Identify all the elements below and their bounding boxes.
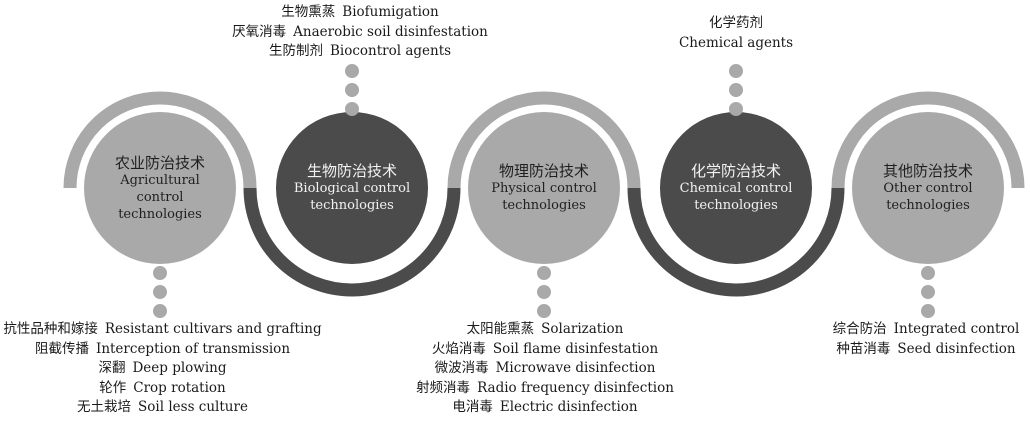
biological-node: 生物防治技术 Biological control technologies: [276, 112, 428, 264]
physical-measure-item: 射频消毒 Radio frequency disinfection: [395, 379, 695, 399]
physical-node: 物理防治技术 Physical control technologies: [468, 112, 620, 264]
measure-en: Seed disinfection: [897, 340, 1016, 357]
dot: [153, 304, 167, 318]
agricultural-node-en2: technologies: [118, 206, 202, 222]
chemical-measure-en: Chemical agents: [678, 34, 794, 51]
biological-node-cn: 生物防治技术: [306, 162, 397, 180]
physical-measure-item: 电消毒 Electric disinfection: [395, 398, 695, 418]
dot: [729, 102, 743, 116]
physical-node-en1: Physical control: [491, 181, 597, 196]
measure-cn: 轮作: [99, 379, 127, 396]
chemical-node-cn: 化学防治技术: [690, 162, 781, 180]
agricultural-measure-item: 阻截传播 Interception of transmission: [0, 340, 325, 360]
measure-en: Resistant cultivars and grafting: [104, 321, 322, 337]
measure-en: Electric disinfection: [499, 399, 638, 415]
wave-arc-lower-1: [243, 187, 461, 297]
chemical-node-en2: technologies: [694, 198, 778, 213]
measure-en: Soil less culture: [138, 399, 248, 415]
agricultural-measure-item: 深翻 Deep plowing: [0, 359, 325, 379]
agricultural-measure-item: 抗性品种和嫁接 Resistant cultivars and grafting: [0, 320, 325, 340]
measure-en: Microwave disinfection: [495, 360, 656, 376]
measure-cn: 微波消毒: [434, 360, 489, 376]
dot: [729, 64, 743, 78]
wave-arc-lower-2: [627, 187, 845, 297]
dot: [729, 83, 743, 97]
chemical-measures: 化学药剂 Chemical agents: [656, 14, 816, 53]
measure-en: Deep plowing: [132, 360, 227, 376]
measure-cn: 无土栽培: [77, 399, 132, 415]
physical-node-cn: 物理防治技术: [498, 162, 589, 180]
other-dots: [921, 266, 935, 318]
biological-measures: 生物熏蒸 Biofumigation 厌氧消毒 Anaerobic soil dis…: [215, 3, 505, 62]
physical-measure-item: 微波消毒 Microwave disinfection: [395, 359, 695, 379]
wave-arc-upper-3: [831, 91, 1025, 189]
other-measure-item: 综合防治 Integrated control: [822, 320, 1030, 340]
biological-node-en2: technologies: [310, 198, 394, 213]
agricultural-node: 农业防治技术 Agricultural control technologies: [84, 112, 236, 264]
agricultural-dots: [153, 266, 167, 318]
measure-cn: 太阳能熏蒸: [466, 321, 535, 337]
measure-en: Biofumigation: [342, 4, 439, 20]
measure-en: Integrated control: [893, 321, 1020, 337]
measure-cn: 生防制剂: [268, 43, 323, 59]
dot: [153, 266, 167, 280]
measure-en: Anaerobic soil disinfestation: [293, 23, 488, 40]
other-node: 其他防治技术 Other control technologies: [852, 112, 1004, 264]
other-measure-item: 种苗消毒 Seed disinfection: [822, 340, 1030, 360]
chemical-measure-cn: 化学药剂: [709, 15, 763, 31]
agricultural-measure-item: 无土栽培 Soil less culture: [0, 398, 325, 418]
physical-node-en2: technologies: [502, 198, 586, 213]
dot: [345, 83, 359, 97]
wave-arc-upper-2: [447, 91, 641, 189]
dot: [153, 285, 167, 299]
biological-measure-item: 厌氧消毒 Anaerobic soil disinfestation: [215, 23, 505, 43]
biological-measure-item: 生物熏蒸 Biofumigation: [215, 3, 505, 23]
measure-cn: 厌氧消毒: [232, 23, 287, 40]
dot: [921, 266, 935, 280]
agricultural-node-en1: Agricultural control: [120, 172, 200, 205]
other-node-cn: 其他防治技术: [882, 162, 973, 180]
wave-arc-upper-1: [63, 91, 257, 189]
measure-en: Interception of transmission: [95, 340, 291, 357]
dot: [921, 304, 935, 318]
agricultural-measure-item: 轮作 Crop rotation: [0, 379, 325, 399]
dot: [345, 64, 359, 78]
physical-measure-item: 火焰消毒 Soil flame disinfestation: [395, 340, 695, 360]
agricultural-node-cn: 农业防治技术: [114, 153, 205, 172]
measure-en: Biocontrol agents: [329, 43, 452, 59]
measure-cn: 火焰消毒: [431, 340, 486, 357]
measure-cn: 种苗消毒: [836, 340, 891, 357]
measure-en: Solarization: [541, 321, 624, 337]
measure-cn: 电消毒: [452, 399, 493, 415]
dot: [921, 285, 935, 299]
dot: [537, 304, 551, 318]
physical-measures: 太阳能熏蒸 Solarization 火焰消毒 Soil flame disinfe…: [395, 320, 695, 418]
other-node-en2: technologies: [886, 198, 970, 213]
measure-cn: 综合防治: [832, 321, 887, 337]
measure-cn: 生物熏蒸: [281, 4, 336, 20]
measure-cn: 阻截传播: [34, 340, 89, 357]
measure-en: Soil flame disinfestation: [492, 340, 659, 357]
measure-en: Radio frequency disinfection: [477, 379, 674, 396]
measure-cn: 射频消毒: [416, 379, 471, 396]
other-measures: 综合防治 Integrated control 种苗消毒 Seed disinfec…: [822, 320, 1030, 359]
dot: [345, 102, 359, 116]
measure-cn: 深翻: [98, 360, 126, 376]
physical-dots: [537, 266, 551, 318]
dot: [537, 266, 551, 280]
measure-cn: 抗性品种和嫁接: [3, 321, 98, 337]
biological-dots: [345, 64, 359, 116]
chemical-dots: [729, 64, 743, 116]
dot: [537, 285, 551, 299]
other-node-en1: Other control: [883, 181, 973, 196]
biological-node-en1: Biological control: [293, 181, 411, 196]
measure-en: Crop rotation: [133, 379, 226, 396]
biological-measure-item: 生防制剂 Biocontrol agents: [215, 42, 505, 62]
chemical-node: 化学防治技术 Chemical control technologies: [660, 112, 812, 264]
chemical-node-en1: Chemical control: [679, 181, 793, 196]
physical-measure-item: 太阳能熏蒸 Solarization: [395, 320, 695, 340]
